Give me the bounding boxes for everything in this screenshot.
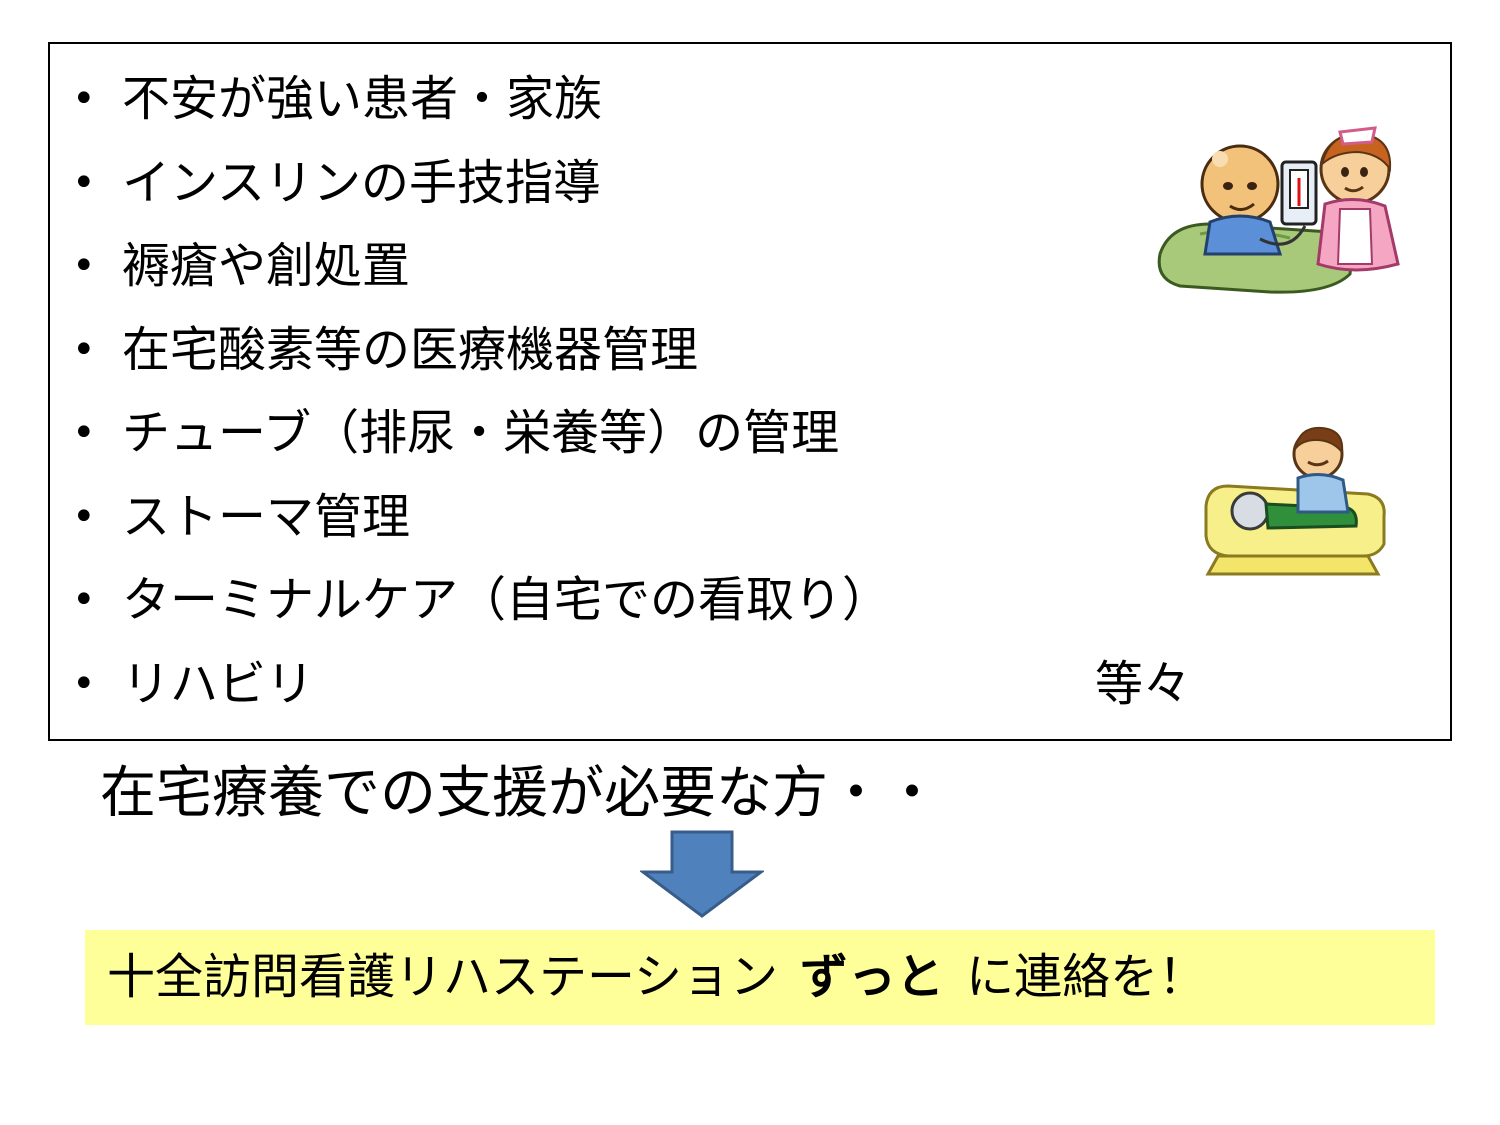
nurse-blood-pressure-illustration (1157, 126, 1400, 294)
callout-prefix: 十全訪問看護リハステーション (107, 949, 779, 1005)
etc-label: 等々 (1095, 656, 1192, 712)
list-item: • 在宅酸素等の医療機器管理 (72, 309, 890, 393)
contact-callout: 十全訪問看護リハステーションずっとに連絡を！ (85, 930, 1435, 1025)
rehab-bed-illustration (1204, 426, 1386, 576)
list-item-text: 在宅酸素等の医療機器管理 (122, 321, 699, 378)
list-item: • チューブ（排尿・栄養等）の管理 (72, 392, 890, 476)
bullet: • (72, 577, 96, 623)
list-item: • インスリンの手技指導 (72, 142, 890, 226)
callout-suffix: に連絡を！ (966, 949, 1207, 1005)
list-item: • リハビリ (72, 643, 890, 727)
list-item: • ターミナルケア（自宅での看取り） (72, 559, 890, 643)
list-item-text: 不安が強い患者・家族 (122, 71, 603, 127)
care-needs-list: • 不安が強い患者・家族 • インスリンの手技指導 • 褥瘡や創処置 • 在宅酸素等の医… (72, 58, 890, 726)
bullet: • (72, 660, 96, 707)
list-item: • 不安が強い患者・家族 (72, 58, 890, 142)
care-needs-box: • 不安が強い患者・家族 • インスリンの手技指導 • 褥瘡や創処置 • 在宅酸素等の医… (48, 42, 1452, 741)
list-item-text: チューブ（排尿・栄養等）の管理 (122, 405, 840, 461)
summary-text: 在宅療養での支援が必要な方・・ (100, 761, 940, 826)
bullet: • (72, 493, 96, 540)
bullet: • (72, 243, 96, 289)
list-item-text: 褥瘡や創処置 (122, 238, 411, 294)
callout-station-name: ずっと (800, 949, 945, 1005)
list-item: • ストーマ管理 (72, 476, 890, 560)
list-item: • 褥瘡や創処置 (72, 225, 890, 309)
list-item-text: インスリンの手技指導 (122, 154, 602, 211)
bullet: • (72, 76, 96, 122)
bullet: • (72, 326, 96, 373)
bullet: • (72, 410, 96, 456)
list-item-text: ターミナルケア（自宅での看取り） (122, 572, 891, 628)
bullet: • (72, 159, 96, 206)
list-item-text: ストーマ管理 (122, 488, 411, 545)
down-arrow-icon (640, 830, 764, 918)
list-item-text: リハビリ (122, 655, 315, 712)
